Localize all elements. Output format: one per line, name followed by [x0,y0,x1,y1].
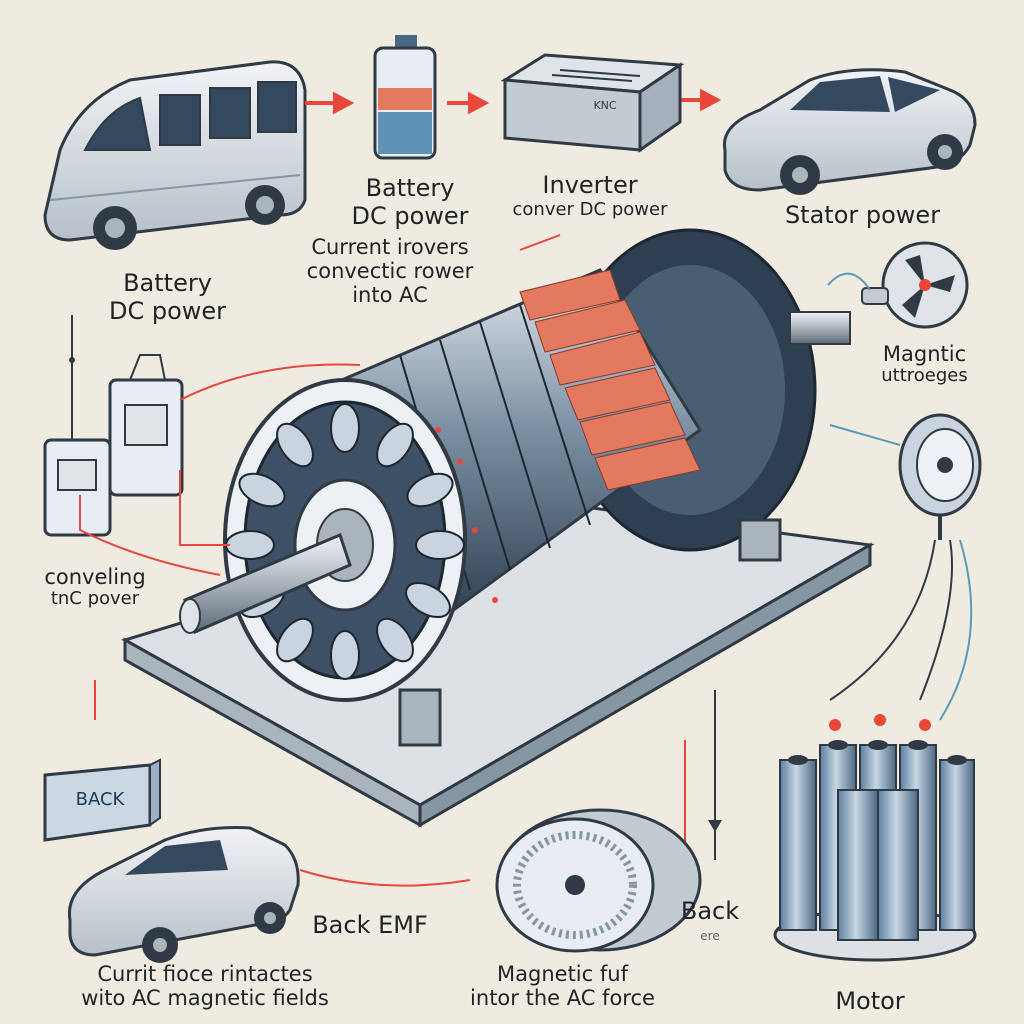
sedan-bottom-illustration [67,826,300,963]
label-line: Magntic [882,342,967,366]
label-line: wito AC magnetic fields [81,986,329,1011]
label-back-box: BACK [75,789,125,810]
label-line: conveling [44,565,146,589]
label-stator: Stator power [770,201,955,230]
label-inverter-box-text: KNC [593,99,617,112]
label-line: DC power [351,201,469,230]
label-current-force: Currit fioce rintactes wito AC magnetic … [30,962,380,1010]
label-battery-left: Battery DC power [90,269,245,325]
label-line: Stator power [784,201,941,229]
flow-arrows-top [305,88,722,115]
label-line: conver DC power [512,198,668,220]
label-converting: conveling tnC pover [30,565,160,610]
back-block-illustration [43,758,161,842]
wire-arrowhead [708,820,722,832]
battery-pack-illustration [773,714,977,962]
label-line: Inverter [542,171,638,199]
label-back-right-sub: ere [700,929,720,943]
label-inverter: Inverter conver DC power [485,171,695,220]
signal-wires [79,234,973,887]
label-back-right: Back [680,897,740,925]
label-line: Battery [123,269,212,297]
label-line: Currit fioce rintactes [97,962,313,986]
rotor-drum-illustration [495,808,702,953]
label-line: Magnetic fuf [497,962,628,986]
label-line: Current irovers [311,235,469,259]
battery-cell-illustration [373,35,437,160]
motor-illustration [121,228,875,828]
label-line: tnC pover [50,588,140,610]
label-motor: Motor [835,987,905,1015]
fan-top-illustration [827,241,969,329]
sedan-top-illustration [722,68,977,195]
label-battery-top: Battery DC power [345,174,475,230]
inverter-box-illustration [500,53,685,153]
label-line: intor the AC force [470,986,655,1011]
label-magnetic-right: Magntic uttroeges [862,342,987,387]
label-back-emf: Back EMF [312,911,428,939]
label-line: convectic rower [306,259,474,284]
fan-right-illustration [898,413,982,540]
label-line: Battery [365,174,455,202]
label-current-inverts: Current irovers convectic rower into AC [280,235,500,307]
label-magnetic-bottom: Magnetic fuf intor the AC force [445,962,680,1010]
van-illustration [43,60,307,250]
label-line: uttroeges [881,365,968,387]
controller-devices-illustration [43,315,184,537]
label-line: DC power [108,296,227,325]
label-line: into AC [352,283,428,308]
